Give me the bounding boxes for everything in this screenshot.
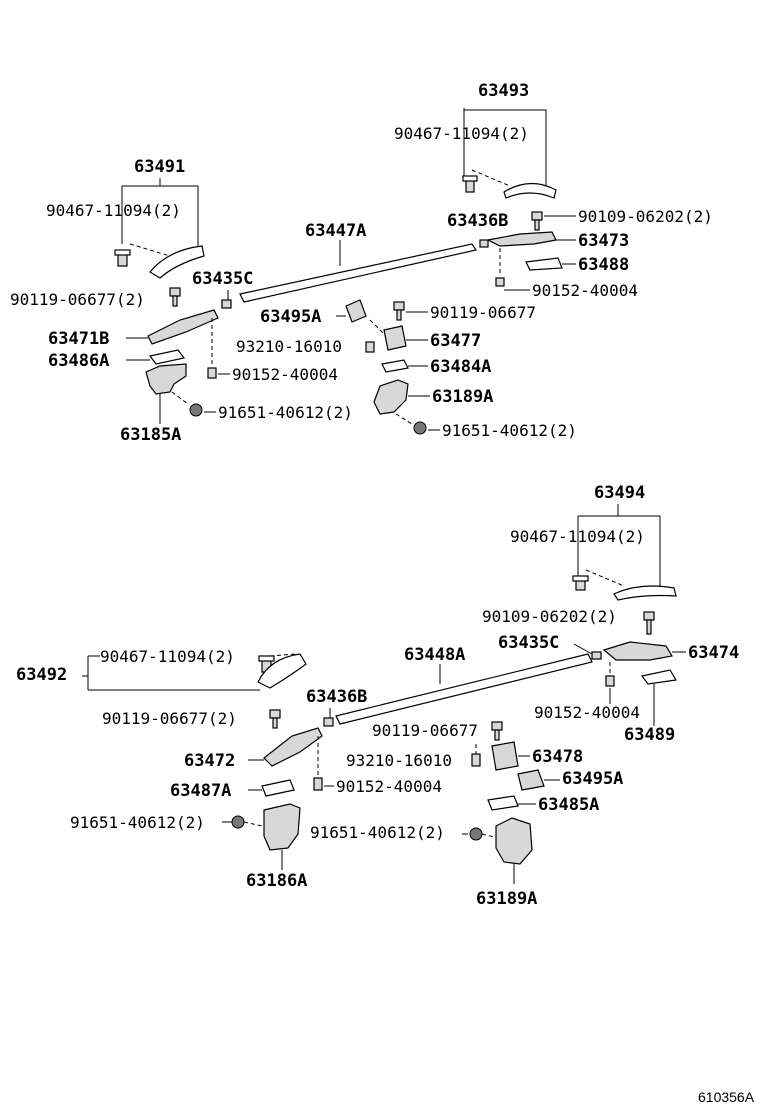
cap-63495A-lower xyxy=(517,769,545,791)
label-63484A: 63484A xyxy=(430,357,491,377)
label-63189A-lower: 63189A xyxy=(476,889,537,909)
label-91651-40612-upper-left: 91651-40612(2) xyxy=(218,403,353,422)
gasket-63485A xyxy=(487,795,519,811)
block-63478 xyxy=(491,741,519,771)
label-63488: 63488 xyxy=(578,255,629,275)
stud-93210-lower xyxy=(471,753,481,767)
label-63435C-lower: 63435C xyxy=(498,633,559,653)
lower-assembly: 63494 90467-11094(2) 90109-06202(2) 6343… xyxy=(16,483,739,909)
gasket-63486A xyxy=(148,349,186,365)
label-63494-screw: 90467-11094(2) xyxy=(510,527,645,546)
cover-63472 xyxy=(263,727,323,767)
label-63474: 63474 xyxy=(688,643,739,663)
label-63435C-upper: 63435C xyxy=(192,269,253,289)
screw-90152-upper-left xyxy=(207,318,217,379)
bolt-91651-upper-left xyxy=(171,391,203,417)
label-63495A-upper: 63495A xyxy=(260,307,321,327)
end-cover-63492 xyxy=(257,653,307,689)
gasket-63484A xyxy=(381,359,409,373)
bolt-91651-lower-left xyxy=(222,815,263,829)
screw-90467-upper-right xyxy=(462,175,478,193)
label-63473: 63473 xyxy=(578,231,629,251)
bolt-90109-lower xyxy=(643,611,655,635)
label-90119-06677-upper-left: 90119-06677(2) xyxy=(10,290,145,309)
cap-63495A-upper xyxy=(345,299,367,323)
bracket-63189A-upper xyxy=(373,379,409,415)
screw-90152-lower-left xyxy=(313,736,323,791)
end-cover-63493 xyxy=(503,182,557,199)
spacer-63436B-upper xyxy=(479,239,489,248)
label-90119-06677-lower-left: 90119-06677(2) xyxy=(102,709,237,728)
label-63491: 63491 xyxy=(134,157,185,177)
label-63491-screw: 90467-11094(2) xyxy=(46,201,181,220)
label-91651-40612-lower-left: 91651-40612(2) xyxy=(70,813,205,832)
label-63493-screw: 90467-11094(2) xyxy=(394,124,529,143)
label-63189A-upper: 63189A xyxy=(432,387,493,407)
roof-rail-63448A xyxy=(335,653,593,725)
screw-90467-upper-left xyxy=(114,249,131,267)
bolt-90119-lower-middle xyxy=(491,721,503,741)
label-63485A: 63485A xyxy=(538,795,599,815)
label-63493: 63493 xyxy=(478,81,529,101)
label-63471B: 63471B xyxy=(48,329,109,349)
label-63486A: 63486A xyxy=(48,351,109,371)
label-90109-06202-upper: 90109-06202(2) xyxy=(578,207,713,226)
label-91651-40612-lower-right: 91651-40612(2) xyxy=(310,823,445,842)
screw-90467-lower-right xyxy=(572,575,589,591)
label-63436B-upper: 63436B xyxy=(447,211,508,231)
bolt-90119-lower-left xyxy=(269,709,281,729)
label-90109-06202-lower: 90109-06202(2) xyxy=(482,607,617,626)
label-63477: 63477 xyxy=(430,331,481,351)
label-63478: 63478 xyxy=(532,747,583,767)
bolt-90109-upper xyxy=(531,211,543,231)
bolt-90119-upper-left xyxy=(169,287,181,307)
label-63447A: 63447A xyxy=(305,221,366,241)
label-90152-40004-upper-right: 90152-40004 xyxy=(532,281,638,300)
block-63477 xyxy=(383,325,407,351)
bracket-63189A-lower xyxy=(495,817,533,865)
label-90119-06677-upper-middle: 90119-06677 xyxy=(430,303,536,322)
roof-rail-63447A xyxy=(239,243,477,303)
spacer-63436B-lower xyxy=(323,717,334,727)
bolt-91651-lower-right xyxy=(462,827,499,841)
label-90152-40004-lower-left: 90152-40004 xyxy=(336,777,442,796)
label-90152-40004-lower-right: 90152-40004 xyxy=(534,703,640,722)
label-63487A: 63487A xyxy=(170,781,231,801)
cover-63474 xyxy=(602,641,673,661)
label-93210-16010-lower: 93210-16010 xyxy=(346,751,452,770)
label-63436B-lower: 63436B xyxy=(306,687,367,707)
label-63448A: 63448A xyxy=(404,645,465,665)
bolt-91651-upper-right xyxy=(395,413,427,435)
end-cover-63491 xyxy=(149,245,205,279)
label-63494: 63494 xyxy=(594,483,645,503)
spacer-63435C-upper xyxy=(221,299,232,309)
cover-63471B xyxy=(147,309,219,345)
label-90119-06677-lower-middle: 90119-06677 xyxy=(372,721,478,740)
label-63472: 63472 xyxy=(184,751,235,771)
gasket-63487A xyxy=(261,779,295,797)
gasket-63488 xyxy=(525,257,563,271)
label-90152-40004-upper-left: 90152-40004 xyxy=(232,365,338,384)
label-63492-screw: 90467-11094(2) xyxy=(100,647,235,666)
gasket-63489 xyxy=(640,669,677,685)
label-63495A-lower: 63495A xyxy=(562,769,623,789)
figure-id: 610356A xyxy=(698,1089,755,1105)
stud-93210-upper xyxy=(365,341,375,353)
label-63186A: 63186A xyxy=(246,871,307,891)
bracket-63185A xyxy=(145,363,187,395)
label-91651-40612-upper-right: 91651-40612(2) xyxy=(442,421,577,440)
label-63489: 63489 xyxy=(624,725,675,745)
bolt-90119-upper-middle xyxy=(393,301,405,321)
screw-90152-lower-right xyxy=(605,662,615,687)
label-63492: 63492 xyxy=(16,665,67,685)
label-93210-16010-upper: 93210-16010 xyxy=(236,337,342,356)
upper-assembly: 63493 90467-11094(2) 63491 90467-11094(2… xyxy=(10,81,713,445)
label-63185A: 63185A xyxy=(120,425,181,445)
spacer-63435C-lower xyxy=(591,651,602,660)
screw-90152-upper-right xyxy=(495,248,505,287)
cover-63473 xyxy=(486,231,557,247)
end-cover-63494 xyxy=(613,585,677,601)
bracket-63186A xyxy=(263,803,301,851)
